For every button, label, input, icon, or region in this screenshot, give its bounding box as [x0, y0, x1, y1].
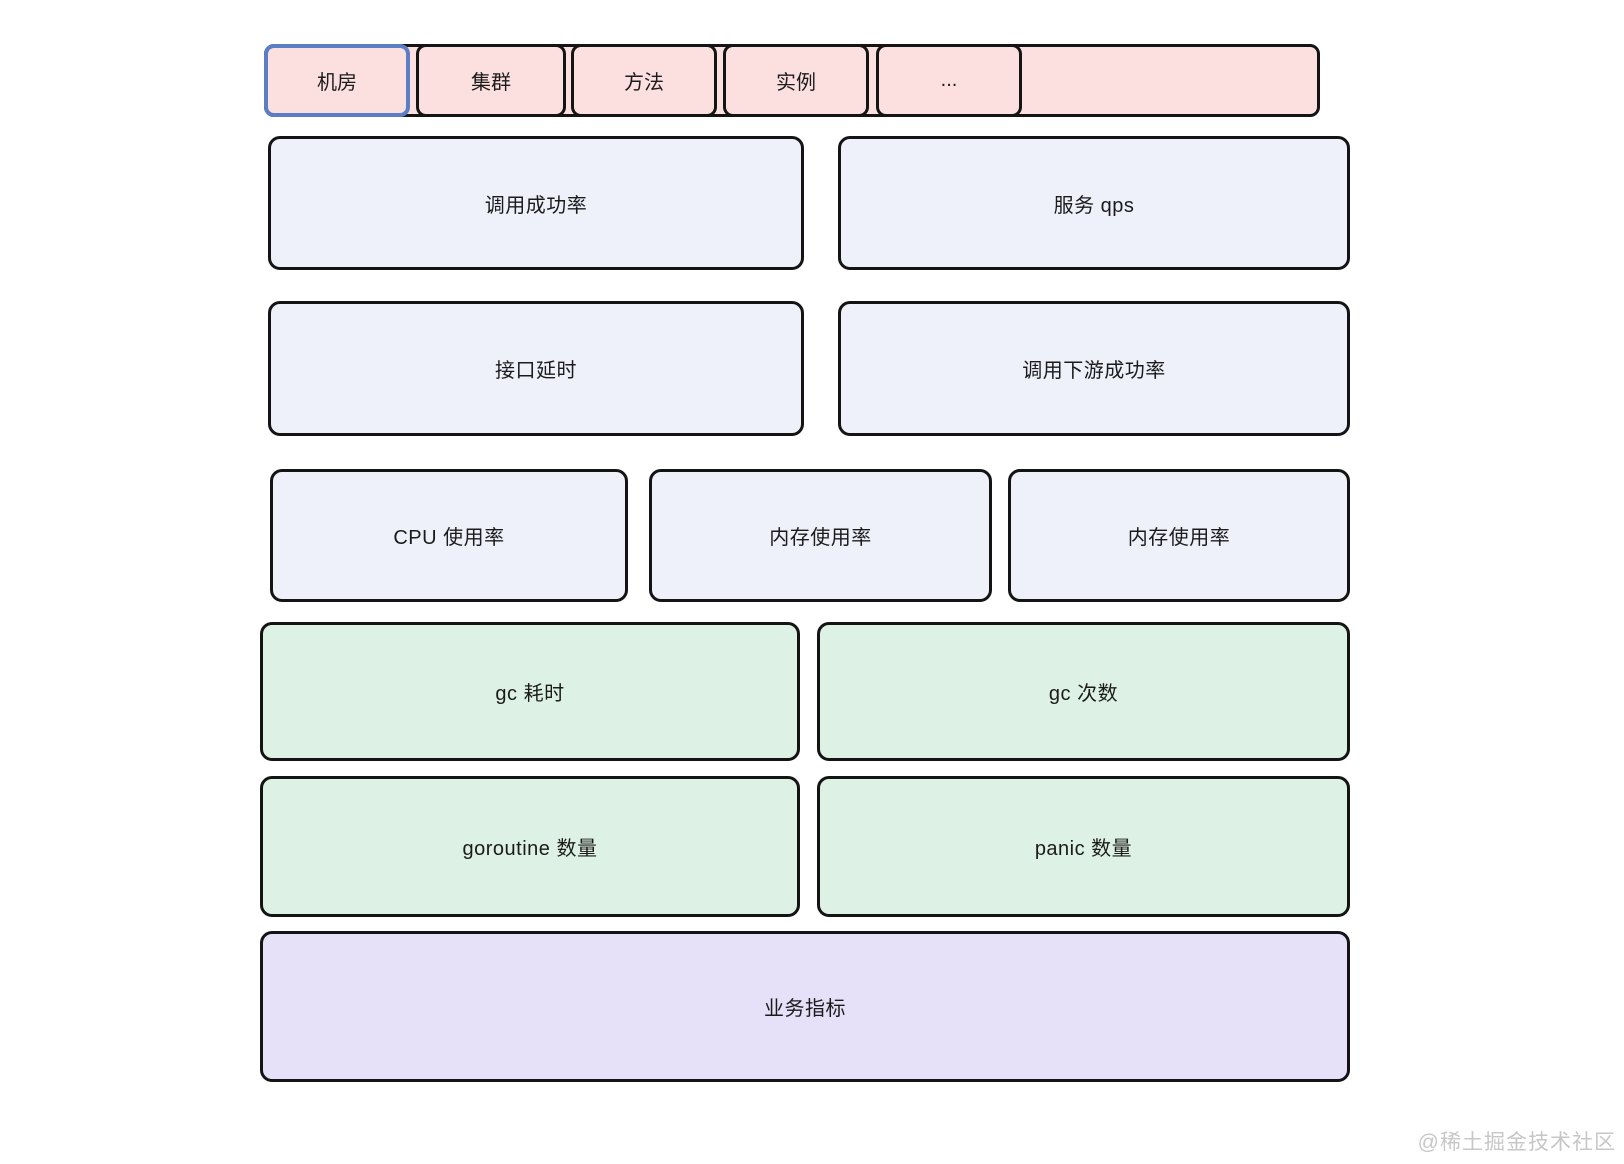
panel-interface-latency-label: 接口延时: [495, 360, 577, 382]
tab-datacenter[interactable]: 机房: [264, 44, 410, 117]
tab-cluster-label: 集群: [471, 72, 511, 94]
panel-gc-count[interactable]: gc 次数: [817, 622, 1350, 761]
panel-service-qps-label: 服务 qps: [1053, 194, 1135, 217]
panel-panic-count-label: panic 数量: [1034, 838, 1133, 860]
panel-gc-time[interactable]: gc 耗时: [260, 622, 800, 761]
tab-instance-label: 实例: [776, 72, 816, 94]
panel-goroutine-count[interactable]: goroutine 数量: [260, 776, 800, 917]
panel-gc-time-label: gc 耗时: [495, 683, 565, 705]
tab-method[interactable]: 方法: [571, 44, 717, 117]
watermark: @稀土掘金技术社区: [1417, 1131, 1616, 1154]
panel-downstream-success-rate-label: 调用下游成功率: [1022, 360, 1166, 382]
panel-business-metrics-label: 业务指标: [764, 998, 846, 1020]
tab-more[interactable]: ...: [876, 44, 1022, 117]
tab-more-label: ...: [940, 69, 958, 91]
panel-panic-count[interactable]: panic 数量: [817, 776, 1350, 917]
panel-downstream-success-rate[interactable]: 调用下游成功率: [838, 301, 1350, 436]
panel-service-qps[interactable]: 服务 qps: [838, 136, 1350, 270]
panel-goroutine-count-label: goroutine 数量: [462, 838, 598, 860]
tab-method-label: 方法: [624, 72, 664, 94]
tab-datacenter-label: 机房: [317, 72, 357, 94]
panel-gc-count-label: gc 次数: [1048, 683, 1119, 705]
panel-cpu-usage-label: CPU 使用率: [393, 527, 505, 549]
panel-cpu-usage[interactable]: CPU 使用率: [270, 469, 628, 602]
panel-call-success-rate-label: 调用成功率: [484, 194, 588, 217]
panel-business-metrics[interactable]: 业务指标: [260, 931, 1350, 1082]
panel-interface-latency[interactable]: 接口延时: [268, 301, 804, 436]
panel-call-success-rate[interactable]: 调用成功率: [268, 136, 804, 270]
tab-cluster[interactable]: 集群: [416, 44, 566, 117]
panel-memory-usage-2[interactable]: 内存使用率: [1008, 469, 1350, 602]
panel-memory-usage-1-label: 内存使用率: [769, 527, 872, 549]
panel-memory-usage-1[interactable]: 内存使用率: [649, 469, 992, 602]
tab-instance[interactable]: 实例: [723, 44, 869, 117]
panel-memory-usage-2-label: 内存使用率: [1127, 527, 1231, 549]
